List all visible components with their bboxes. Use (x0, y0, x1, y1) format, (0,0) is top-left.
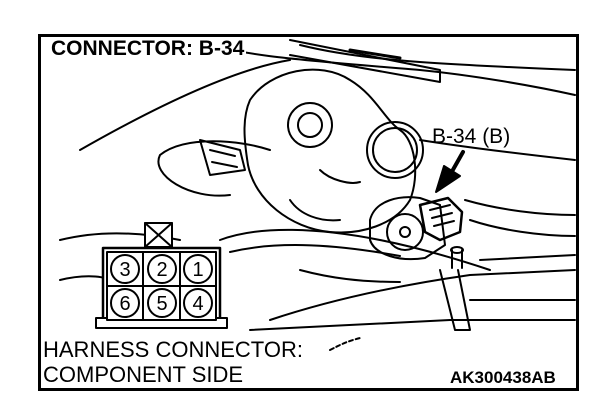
pin-ring (110, 288, 140, 318)
stud-top (450, 246, 464, 254)
figure-id: AK300438AB (450, 368, 556, 387)
pin-ring (110, 254, 140, 284)
sensor-housing (369, 196, 446, 261)
rod (348, 48, 402, 60)
pin-ring (147, 288, 177, 318)
bracket (479, 254, 576, 261)
leader-line (329, 337, 361, 351)
pulley-hub (297, 112, 323, 138)
casting-detail (319, 169, 361, 184)
harness-wire (199, 139, 246, 176)
harness-label-line1: HARNESS CONNECTOR: (43, 337, 303, 362)
stud (451, 249, 463, 269)
contour-line (464, 199, 576, 216)
throttle-body (243, 68, 417, 234)
pulley (287, 102, 333, 148)
casting-detail (289, 199, 341, 222)
throttle-bore (366, 121, 424, 179)
connector-title: CONNECTOR: B-34 (49, 37, 247, 60)
bracket (249, 319, 576, 331)
throttle-bore-inner (372, 127, 418, 173)
b34-connector (418, 196, 464, 242)
contour-line (419, 139, 576, 161)
sensor-cap-inner (399, 226, 411, 238)
b34-connector-ribs (429, 204, 455, 227)
callout-label: B-34 (B) (432, 125, 511, 148)
harness-wire (219, 228, 491, 271)
contour-line (469, 219, 576, 237)
harness-wire (209, 149, 238, 168)
bracket (269, 269, 576, 321)
harness-label-line2: COMPONENT SIDE (43, 362, 244, 387)
connector-latch-cross (144, 222, 173, 248)
pin-6-label: 6 (119, 293, 130, 315)
pin-5-label: 5 (156, 293, 167, 315)
pin-ring (147, 254, 177, 284)
diagram-frame (38, 34, 579, 391)
harness-wire (157, 140, 271, 197)
rod (289, 39, 441, 83)
harness-connector-face (95, 222, 228, 329)
bracket (439, 269, 471, 331)
pin-ring (183, 288, 213, 318)
harness-wire (299, 269, 401, 283)
pin-4-label: 4 (192, 293, 203, 315)
pin-ring (183, 254, 213, 284)
pin-1-label: 1 (192, 259, 203, 281)
callout-arrowhead (435, 165, 461, 193)
contour-line (299, 44, 576, 71)
contour-line (79, 59, 291, 151)
pin-2-label: 2 (156, 259, 167, 281)
pin-3-label: 3 (119, 259, 130, 281)
harness-wire (229, 244, 401, 257)
sensor-cap (386, 213, 424, 251)
